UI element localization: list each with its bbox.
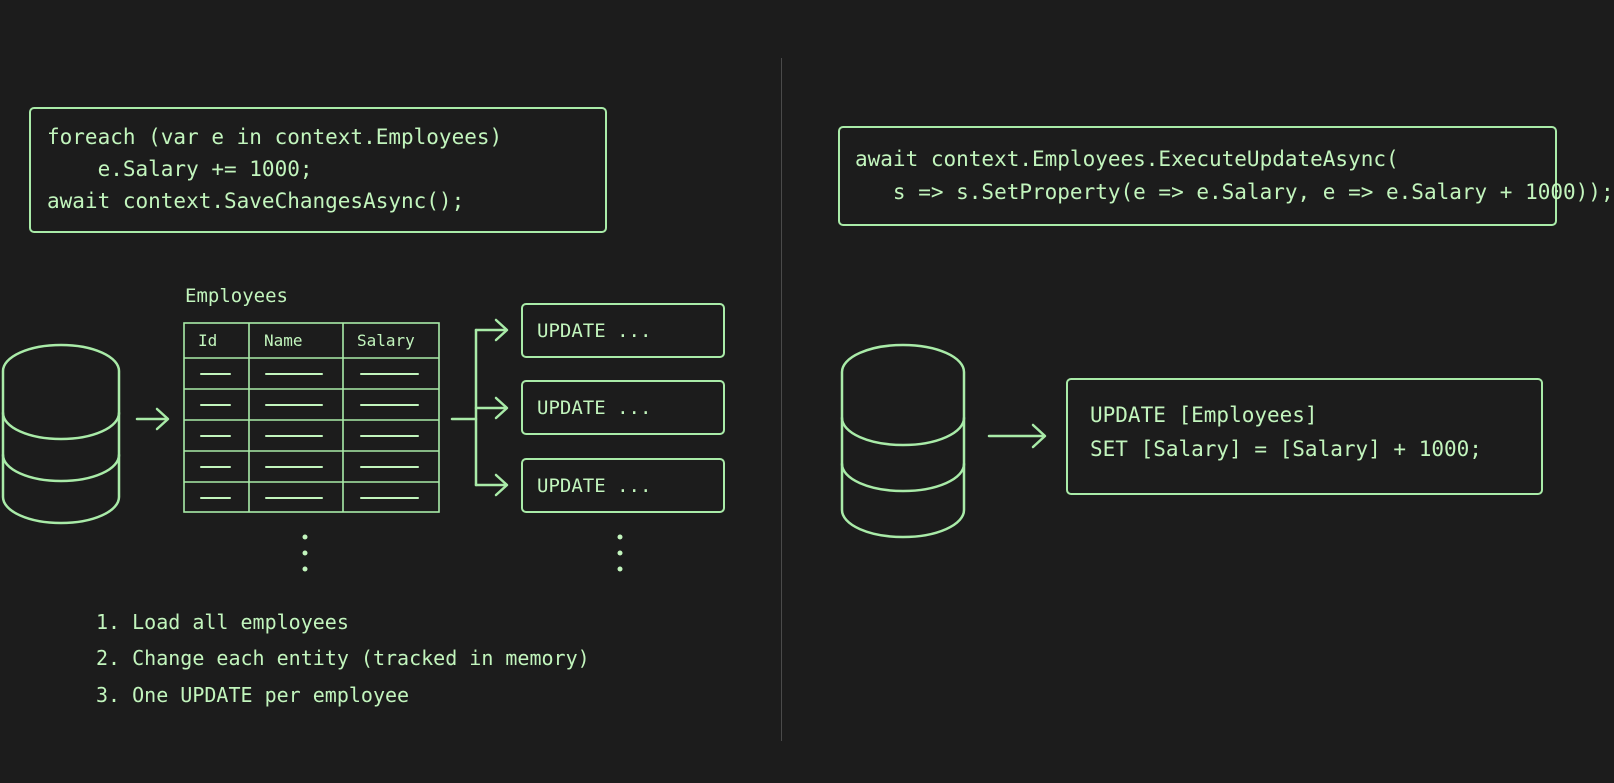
- ellipsis-under-table: [302, 534, 308, 572]
- table-placeholder-values: [200, 373, 419, 499]
- left-code-line-3: await context.SaveChangesAsync();: [47, 189, 465, 213]
- arrow-db-to-table: [135, 407, 170, 431]
- branch-arrows: [450, 318, 509, 497]
- sql-box: UPDATE [Employees] SET [Salary] = [Salar…: [1066, 378, 1543, 495]
- sql-line-1: UPDATE [Employees]: [1090, 403, 1318, 427]
- update-box-3-label: UPDATE ...: [537, 475, 652, 497]
- left-database-icon: [1, 343, 121, 525]
- update-box-2-label: UPDATE ...: [537, 397, 652, 419]
- table-header-salary: Salary: [357, 331, 415, 350]
- table-header-id: Id: [198, 331, 218, 350]
- arrow-db-to-sql: [987, 423, 1047, 449]
- step-2: 2. Change each entity (tracked in memory…: [96, 646, 590, 670]
- table-header-name: Name: [264, 331, 303, 350]
- left-code-line-2: e.Salary += 1000;: [47, 157, 313, 181]
- update-box-3: UPDATE ...: [521, 458, 725, 513]
- right-code-block: await context.Employees.ExecuteUpdateAsy…: [838, 126, 1614, 226]
- right-code-line-1: await context.Employees.ExecuteUpdateAsy…: [855, 147, 1399, 171]
- table-title: Employees: [185, 285, 288, 307]
- sql-line-2: SET [Salary] = [Salary] + 1000;: [1090, 437, 1482, 461]
- ellipsis-under-updates: [617, 534, 623, 572]
- employees-table: [183, 322, 440, 513]
- update-box-1: UPDATE ...: [521, 303, 725, 358]
- left-code-line-1: foreach (var e in context.Employees): [47, 125, 503, 149]
- step-3: 3. One UPDATE per employee: [96, 683, 410, 707]
- right-code-line-2: s => s.SetProperty(e => e.Salary, e => e…: [855, 180, 1614, 204]
- left-code-block: foreach (var e in context.Employees) e.S…: [29, 107, 607, 233]
- right-database-icon: [840, 343, 966, 539]
- panel-divider: [781, 58, 782, 741]
- step-1: 1. Load all employees: [96, 610, 349, 634]
- update-box-2: UPDATE ...: [521, 380, 725, 435]
- update-box-1-label: UPDATE ...: [537, 320, 652, 342]
